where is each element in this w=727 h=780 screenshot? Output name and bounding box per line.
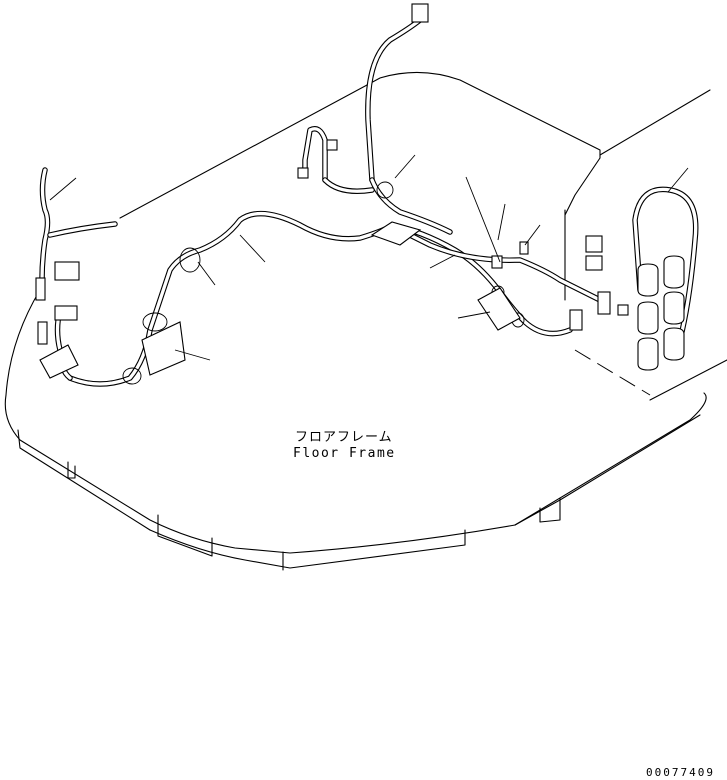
leader-lines xyxy=(49,154,689,361)
drawing-id: 00077409 xyxy=(646,766,715,779)
mounting-plates xyxy=(39,221,521,379)
connectors xyxy=(35,3,629,345)
relay-cluster xyxy=(637,255,685,371)
main-harness xyxy=(39,17,699,387)
floor-frame-label-jp: フロアフレーム xyxy=(295,430,393,445)
floor-frame-label-en: Floor Frame xyxy=(293,446,396,461)
floor-frame xyxy=(4,71,727,571)
